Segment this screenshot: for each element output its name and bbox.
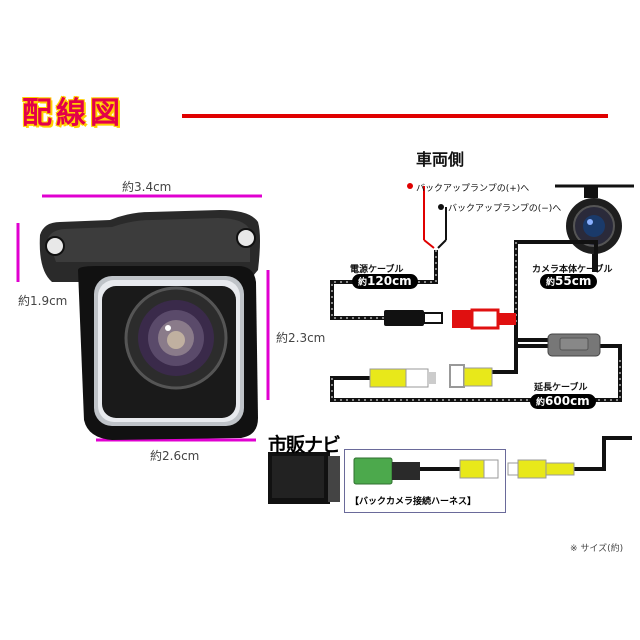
power-cable-label: 電源ケーブル [350, 265, 404, 275]
harness-illustration [353, 457, 575, 485]
dimension-top-width: 約3.4cm [122, 180, 172, 194]
size-note: ※ サイズ(約) [570, 544, 624, 554]
power-cable-length-prefix: 約 [358, 278, 368, 288]
navi-label: 市販ナビ [268, 434, 341, 456]
extension-cable-label: 延長ケーブル [534, 383, 588, 393]
camera-cable-length-value: 55cm [555, 274, 592, 288]
power-cable-length: 約120cm [352, 274, 418, 289]
yellow-rca-connector-right [449, 364, 493, 388]
extension-cable-length: 約600cm [530, 394, 596, 409]
yellow-rca-connector-left [369, 368, 436, 388]
power-cable-length-value: 120cm [367, 274, 412, 288]
harness-label: 【バックカメラ接続ハーネス】 [350, 497, 477, 507]
wire-minus-label: バックアップランプの(−)へ [448, 204, 562, 214]
dimension-left-height: 約1.9cm [18, 294, 68, 308]
camera-illustration [39, 210, 260, 440]
red-rca-connector [452, 308, 516, 330]
camera-cable-label: カメラ本体ケーブル [532, 265, 613, 275]
page-title: 配線図 [22, 96, 124, 131]
extension-cable-length-value: 600cm [545, 394, 590, 408]
title-underline [182, 114, 608, 118]
inline-junction-box [547, 333, 601, 357]
vehicle-wires [423, 186, 447, 249]
camera-cable-length-prefix: 約 [546, 278, 556, 288]
vehicle-side-heading: 車両側 [416, 150, 465, 169]
extension-cable-length-prefix: 約 [536, 398, 546, 408]
black-dot-icon [438, 204, 444, 210]
wire-plus-label: バックアップランプの(+)へ [416, 184, 530, 194]
dimension-right-height: 約2.3cm [276, 331, 326, 345]
camera-cable-length: 約55cm [540, 274, 598, 289]
dimension-lines [16, 194, 270, 442]
navi-illustration [268, 452, 340, 504]
power-connector [384, 310, 443, 326]
dimension-bottom-width: 約2.6cm [150, 449, 200, 463]
red-dot-icon [407, 183, 413, 189]
